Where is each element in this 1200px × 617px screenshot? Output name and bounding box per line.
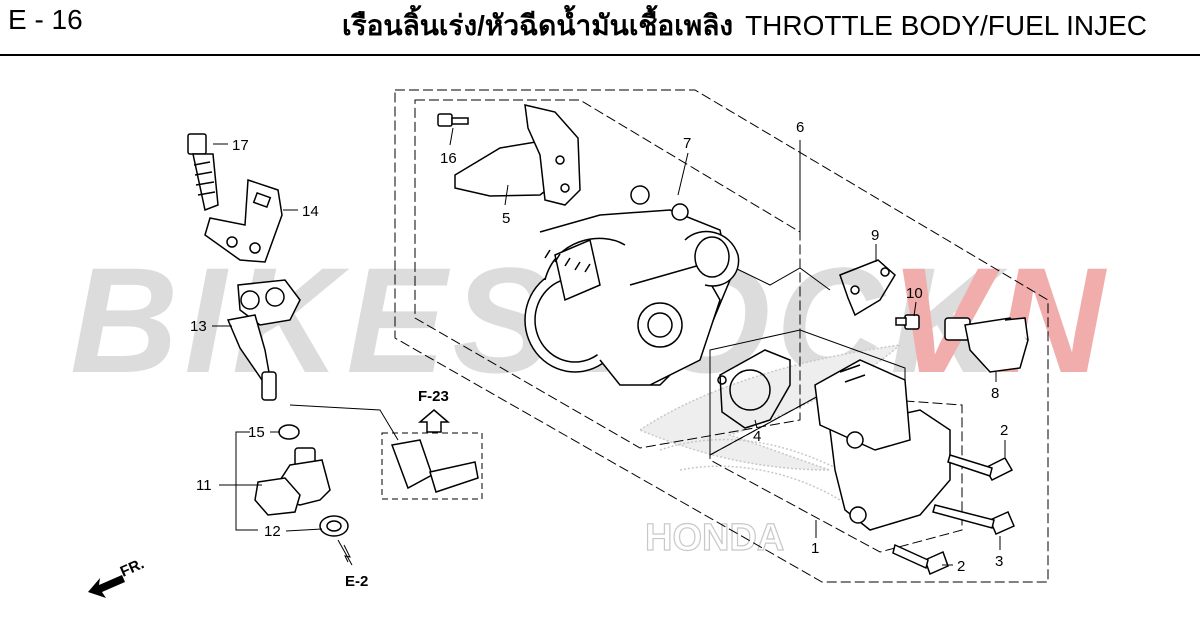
callout-2-upper: 2 [1000,422,1008,439]
screw-part-3 [932,504,1015,535]
screw-part-10 [895,314,920,330]
gasket-part-4 [717,349,791,429]
leader-e2 [337,539,353,566]
leader-lines [212,127,1006,566]
callout-11: 11 [196,477,212,494]
title-english: THROTTLE BODY/FUEL INJEC [745,10,1147,41]
callout-4: 4 [753,428,761,445]
callout-1: 1 [811,540,819,557]
front-direction-label: FR. [118,555,147,580]
screw-part-2b [892,543,949,576]
page-title: เรือนลิ้นเร่ง/หัวฉีดน้ำมันเชื้อเพลิง THRO… [342,4,1147,48]
bracket-part-5 [454,104,581,206]
sensor-part-8 [944,317,1029,373]
bolt-part-17 [187,133,219,212]
callout-2-lower: 2 [957,558,965,575]
ref-e2-label: E-2 [345,573,368,590]
page-code: E - 16 [8,4,83,35]
honda-logo-text: HONDA [645,517,784,559]
page-header: E - 16 เรือนลิ้นเร่ง/หัวฉีดน้ำมันเชื้อเพ… [0,0,1200,56]
callout-10: 10 [906,285,923,302]
bolt-part-16 [437,113,469,127]
callout-8: 8 [991,385,999,402]
seal-part-12 [319,515,349,537]
front-direction-arrow-icon [88,575,125,598]
group-bracket-11 [235,431,258,531]
callout-6: 6 [796,119,804,136]
sensor-part-1 [814,359,951,531]
throttle-body-part-7 [524,185,740,386]
injector-part-11 [254,447,331,516]
callout-7: 7 [683,135,691,152]
holder-part-13 [226,279,301,401]
leader-fuel-line [289,404,399,441]
assembly-outline-1 [709,394,963,553]
callout-13: 13 [190,318,207,335]
assembly-outline-6 [394,89,1049,583]
ref-f23-label: F-23 [418,388,449,405]
callout-12: 12 [264,523,281,540]
clip-part-9 [839,259,896,317]
assembly-outline-7 [414,99,801,449]
callout-3: 3 [995,553,1003,570]
arrow-up-icon [417,409,451,433]
callout-5: 5 [502,210,510,227]
callout-14: 14 [302,203,319,220]
callout-15: 15 [248,424,265,441]
bracket-part-14 [204,178,283,263]
fuel-hose-connector [390,439,479,493]
parts-diagram: BIKESTOCK VN HONDA [70,89,1104,598]
callout-9: 9 [871,227,879,244]
callout-16: 16 [440,150,457,167]
leader-zigzag-9 [734,267,831,291]
screw-part-2a [947,454,1014,481]
oring-part-15 [278,424,300,440]
callout-17: 17 [232,137,249,154]
ref-box-f23 [381,432,483,500]
title-thai: เรือนลิ้นเร่ง/หัวฉีดน้ำมันเชื้อเพลิง [342,10,734,41]
